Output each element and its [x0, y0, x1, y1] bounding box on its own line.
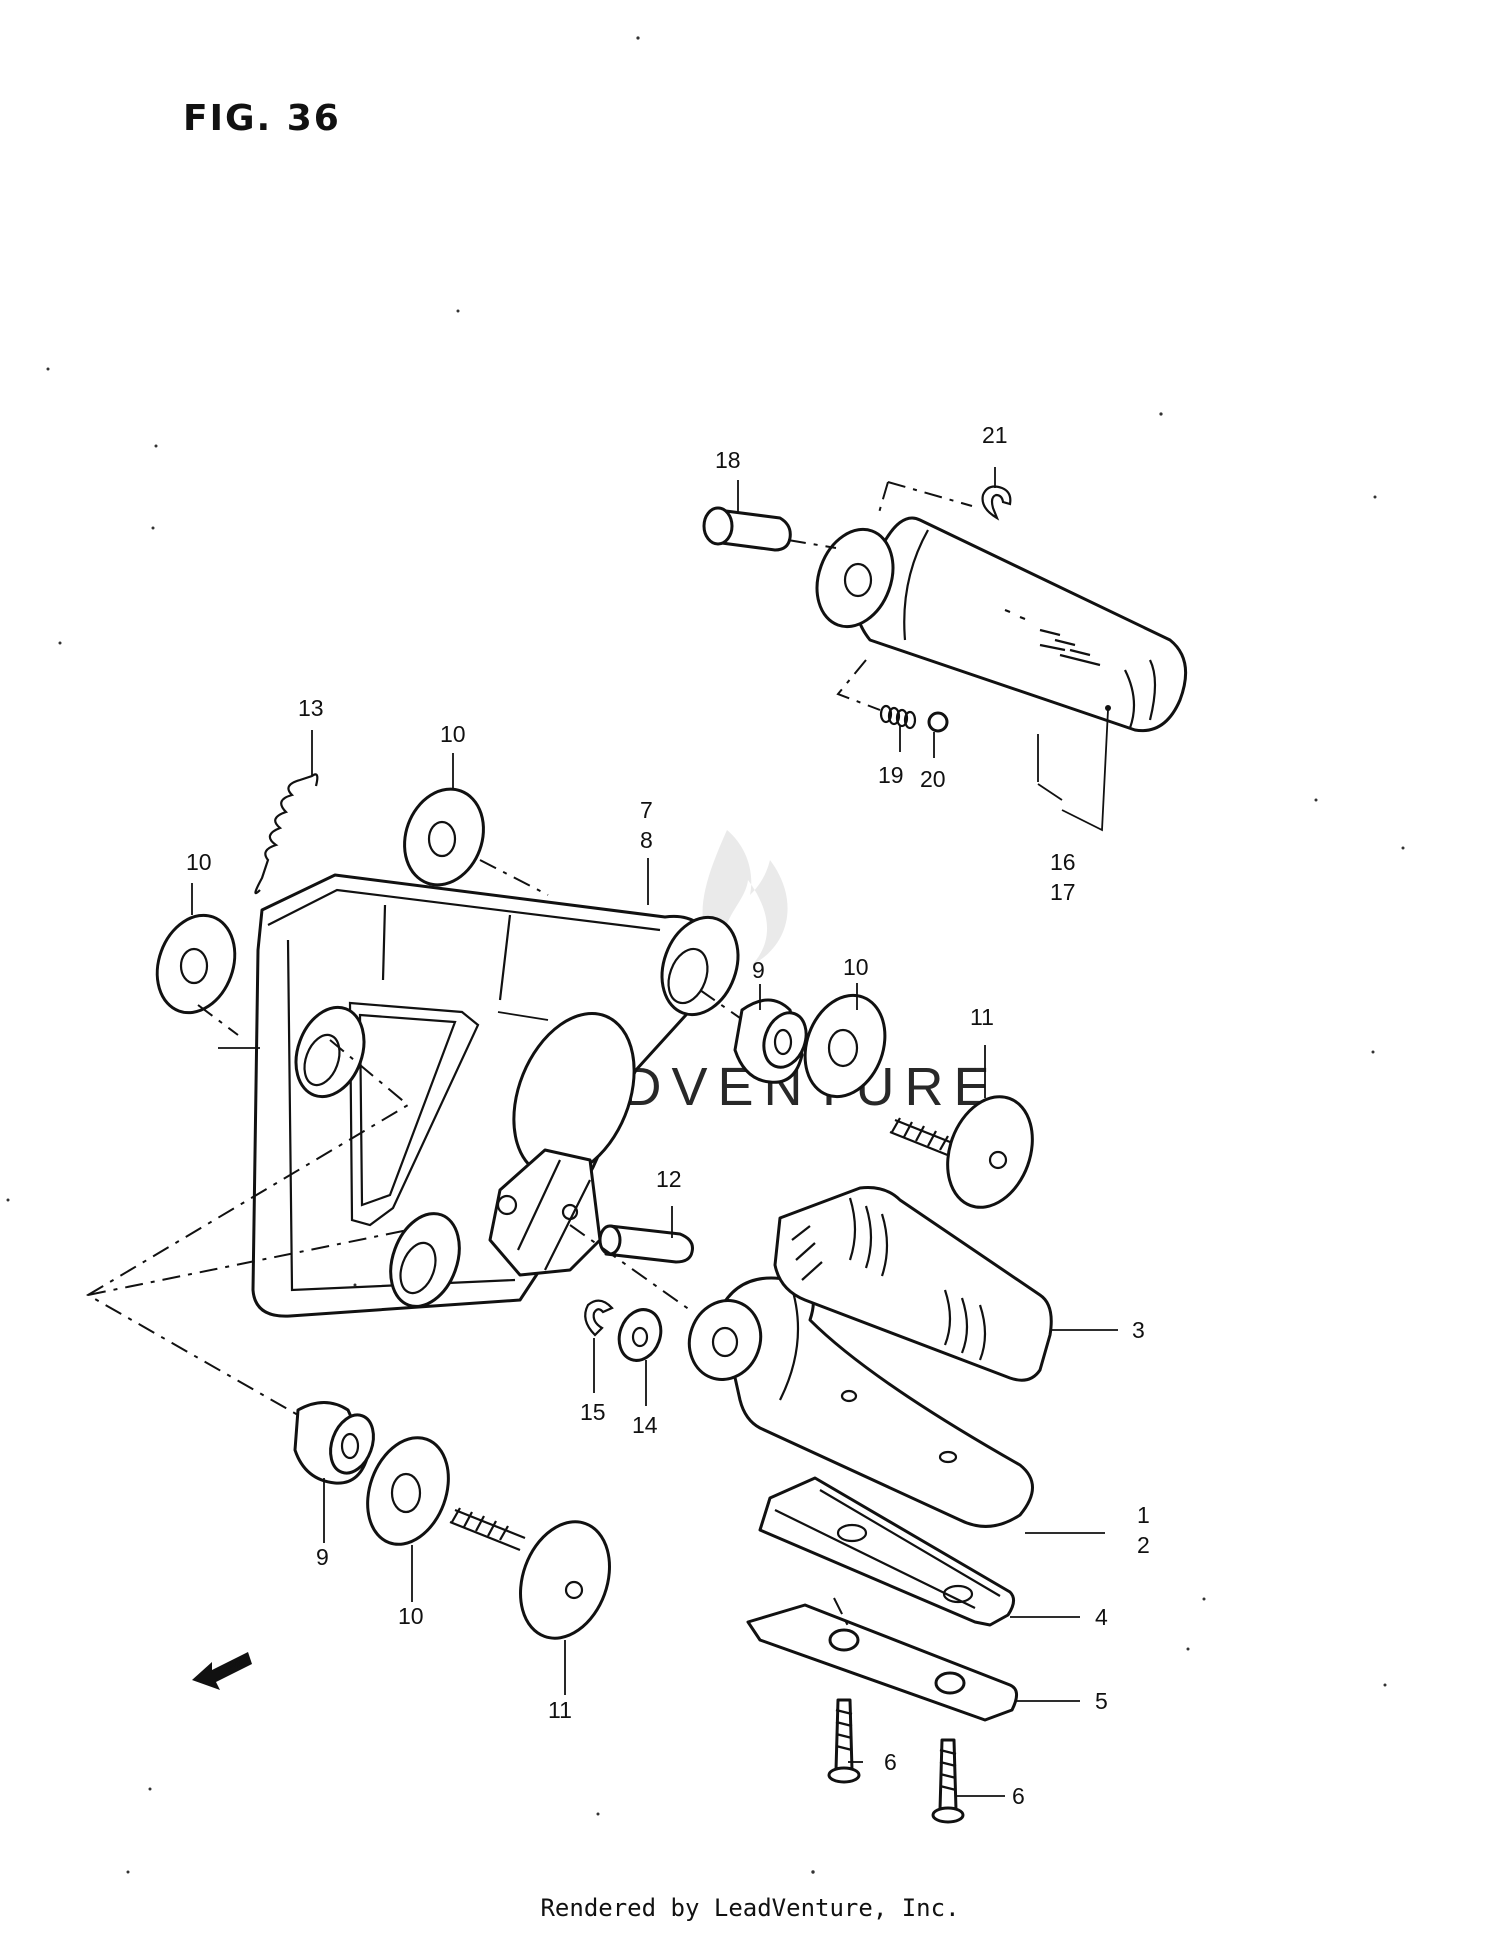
scan-specks	[6, 36, 1405, 1874]
flange-bolt-part	[449, 1095, 1034, 1640]
callout-10c: 10	[843, 954, 869, 980]
callout-11a: 11	[970, 1004, 994, 1030]
callout-1: 1	[1137, 1502, 1150, 1528]
bushing-part	[293, 998, 808, 1485]
callout-16: 16	[1050, 849, 1076, 875]
callout-numbers: 1 2 3 4 5 6 6 7 8 9 9 10 10 10 10 11 11 …	[186, 422, 1150, 1809]
footrest-plate-part	[758, 1476, 1015, 1627]
callout-15: 15	[580, 1399, 606, 1425]
callout-14: 14	[632, 1412, 658, 1438]
callout-11b: 11	[548, 1697, 572, 1723]
callout-4: 4	[1095, 1604, 1108, 1630]
lower-plate-part	[746, 1603, 1018, 1722]
callout-20: 20	[920, 766, 946, 792]
callout-19: 19	[878, 762, 904, 788]
callout-18: 18	[715, 447, 741, 473]
callout-8: 8	[640, 827, 653, 853]
callout-21: 21	[982, 422, 1008, 448]
callout-10b: 10	[186, 849, 212, 875]
passenger-footpeg-part	[815, 516, 1188, 733]
callout-17: 17	[1050, 879, 1076, 905]
callout-3: 3	[1132, 1317, 1145, 1343]
callout-7: 7	[640, 797, 653, 823]
callout-10d: 10	[398, 1603, 424, 1629]
clip-part	[981, 485, 1012, 521]
footpeg-pin-part	[702, 506, 792, 552]
callout-10a: 10	[440, 721, 466, 747]
assembly-lines	[86, 481, 973, 1627]
callout-6a: 6	[884, 1749, 897, 1775]
figure-title: FIG. 36	[183, 98, 341, 139]
e-clip-part	[584, 1299, 614, 1337]
footer-credit: Rendered by LeadVenture, Inc.	[540, 1894, 960, 1922]
pivot-pin-part	[598, 1224, 694, 1264]
detent-ball-part	[927, 711, 949, 733]
callout-6b: 6	[1012, 1783, 1025, 1809]
callout-9a: 9	[752, 957, 765, 983]
callout-5: 5	[1095, 1688, 1108, 1714]
footrest-rubber-part	[773, 1186, 1053, 1382]
small-washer-part	[617, 1308, 663, 1362]
detent-spring-part	[879, 704, 917, 730]
callout-9b: 9	[316, 1544, 329, 1570]
fwd-label: FWD	[224, 1653, 252, 1674]
callout-13: 13	[298, 695, 324, 721]
footrest-bracket-part	[251, 873, 740, 1318]
washer-part	[155, 787, 887, 1546]
callout-12: 12	[656, 1166, 682, 1192]
callout-2: 2	[1137, 1532, 1150, 1558]
forward-arrow-icon: FWD	[192, 1652, 252, 1690]
screw-part	[827, 1698, 965, 1824]
spring-part	[254, 773, 319, 895]
leader-lines	[191, 467, 1118, 1797]
